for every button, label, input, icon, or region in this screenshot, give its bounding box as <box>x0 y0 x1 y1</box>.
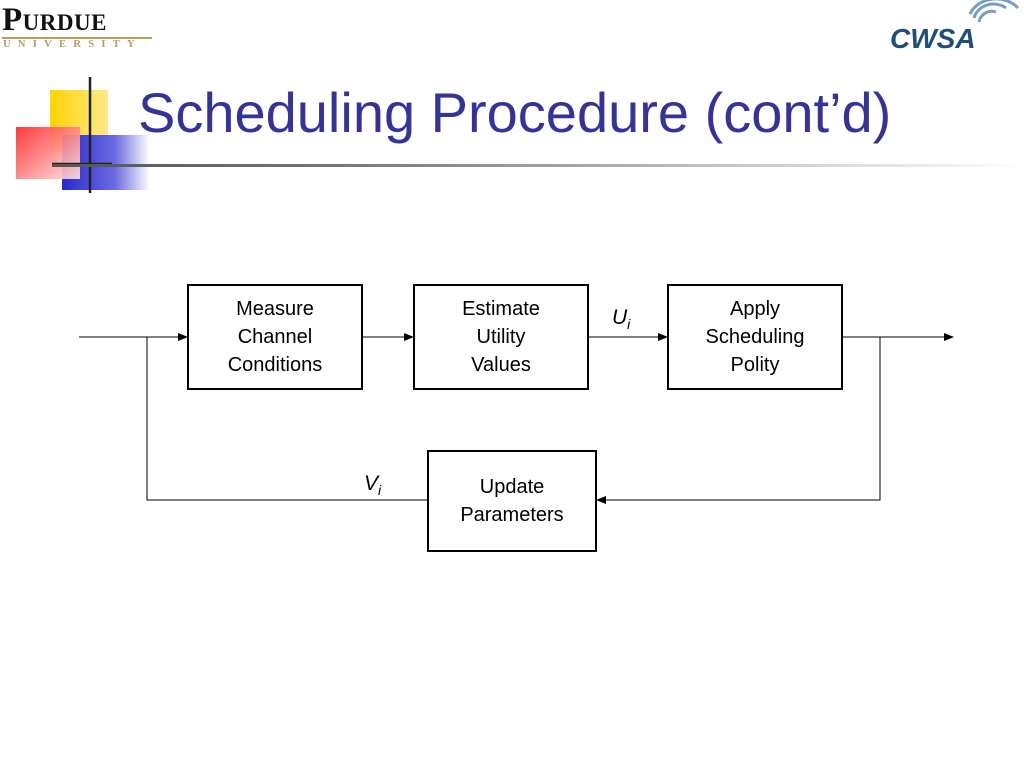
estimate-utility-values-box: Estimate Utility Values <box>413 284 589 390</box>
apply-scheduling-polity-box: Apply Scheduling Polity <box>667 284 843 390</box>
slide-title: Scheduling Procedure (cont’d) <box>138 81 892 144</box>
purdue-logo-subtitle: UNIVERSITY <box>3 39 142 50</box>
measure-channel-conditions-box: Measure Channel Conditions <box>187 284 363 390</box>
update-parameters-box: Update Parameters <box>427 450 597 552</box>
estimate-box-label: Estimate Utility Values <box>462 298 540 376</box>
u-i-label-subscript: i <box>627 316 631 333</box>
arrow-output-to-update <box>596 337 881 504</box>
title-divider <box>52 164 1024 167</box>
decorative-squares <box>16 77 150 193</box>
apply-box-label: Apply Scheduling Polity <box>705 298 805 376</box>
purdue-logo-rule <box>2 37 152 39</box>
v-i-label-subscript: i <box>378 482 382 499</box>
update-box-label: Update Parameters <box>460 476 564 526</box>
v-i-label-base: V <box>364 472 379 495</box>
cwsa-logo: CWSA <box>884 0 1024 56</box>
cwsa-wave-icon <box>968 0 1020 23</box>
v-i-label: Vi <box>364 472 381 498</box>
purdue-logo-wordmark: Purdue <box>2 2 107 38</box>
purdue-university-logo: Purdue UNIVERSITY <box>0 2 156 52</box>
measure-box-label: Measure Channel Conditions <box>227 298 323 376</box>
u-i-label: Ui <box>612 306 630 332</box>
line-update-to-input <box>146 337 427 501</box>
cwsa-logo-wordmark: CWSA <box>890 23 976 54</box>
u-i-label-base: U <box>612 306 628 329</box>
